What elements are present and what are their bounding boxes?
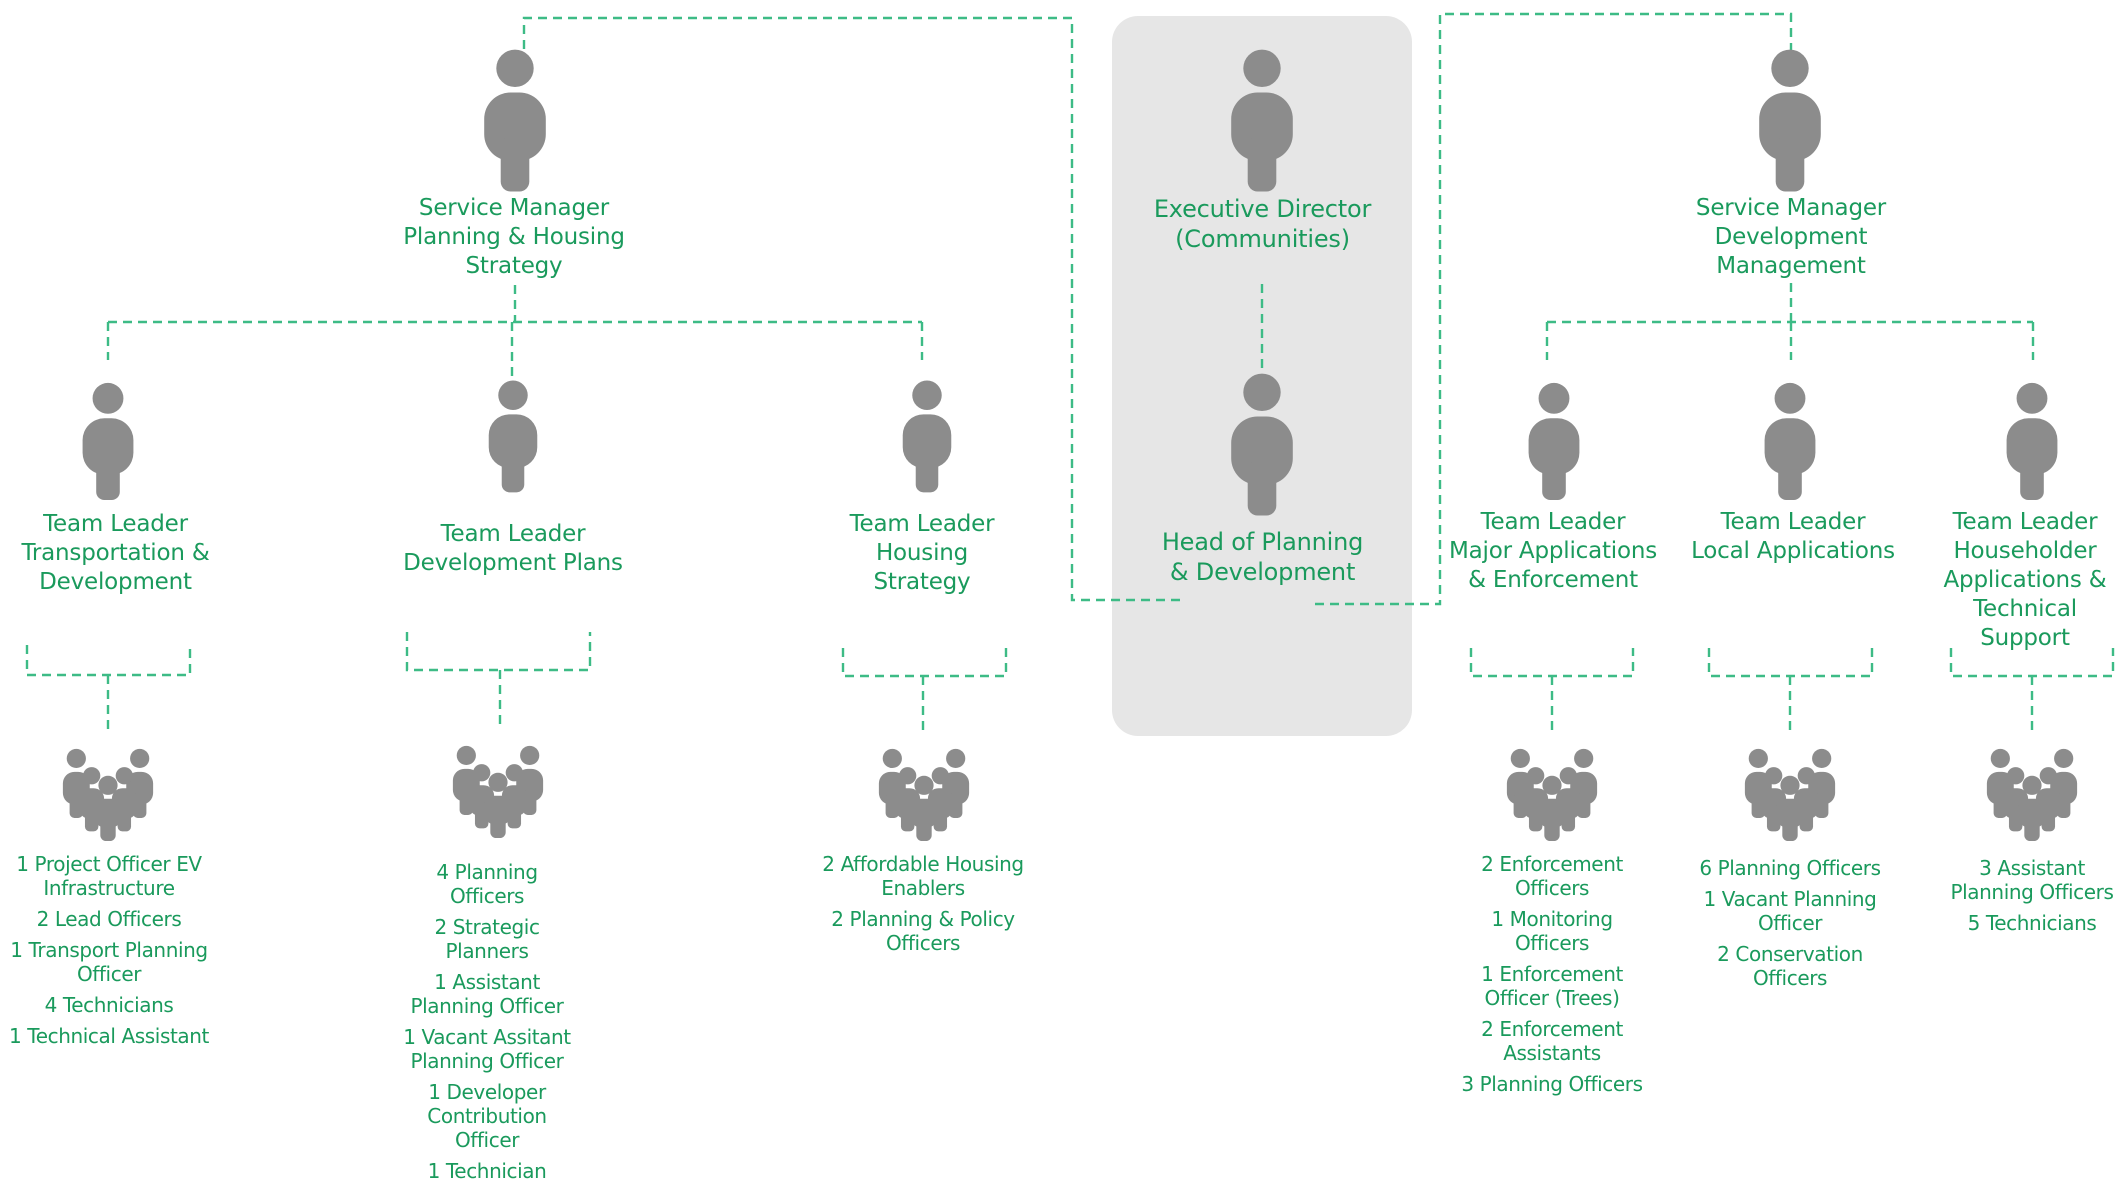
team-member-line: 6 Planning Officers	[1699, 856, 1881, 880]
team-member-line: 2 Lead Officers	[36, 907, 182, 931]
person-icon-left-manager	[484, 49, 546, 192]
group-icon-team-6	[1986, 748, 2078, 841]
team-leader-label-1: Team Leader Transportation & Development	[21, 511, 210, 595]
team-list-6: 3 Assistant Planning Officers 5 Technici…	[1942, 856, 2122, 942]
person-icon-team-leader-3	[902, 380, 952, 493]
right-service-manager-label: Service Manager Development Management	[1695, 195, 1887, 279]
team-member-line: 2 Conservation Officers	[1717, 942, 1863, 990]
team-list-1: 1 Project Officer EV Infrastructure 2 Le…	[0, 852, 218, 1055]
team-member-line: 1 Vacant Planning Officer	[1703, 887, 1877, 935]
team-list-2: 4 Planning Officers 2 Strategic Planners…	[397, 860, 577, 1184]
group-icon-team-2	[452, 745, 544, 838]
team-member-line: 1 Project Officer EV Infrastructure	[16, 852, 202, 900]
connector-right-manager-bus	[1545, 283, 2035, 360]
connector-left-manager-bus	[106, 285, 924, 378]
team-leader-label-6: Team Leader Householder Applications & T…	[1943, 509, 2107, 651]
team-member-line: 2 Enforcement Assistants	[1481, 1017, 1623, 1065]
team-bracket-1	[25, 645, 192, 730]
team-bracket-2	[405, 632, 592, 725]
person-icon-right-manager	[1759, 49, 1821, 192]
team-list-5: 6 Planning Officers 1 Vacant Planning Of…	[1690, 856, 1890, 997]
person-icon-team-leader-6	[2006, 382, 2058, 500]
team-member-line: 1 Assistant Planning Officer	[410, 970, 564, 1018]
team-member-line: 4 Planning Officers	[436, 860, 538, 908]
team-list-4: 2 Enforcement Officers 1 Monitoring Offi…	[1452, 852, 1652, 1103]
head-of-planning-label: Head of Planning & Development	[1161, 528, 1364, 586]
group-icon-team-3	[878, 748, 970, 841]
team-member-line: 2 Affordable Housing Enablers	[822, 852, 1024, 900]
team-member-line: 2 Planning & Policy Officers	[831, 907, 1015, 955]
person-icon-team-leader-4	[1528, 382, 1580, 500]
person-icon-team-leader-5	[1764, 382, 1816, 500]
team-member-line: 1 Enforcement Officer (Trees)	[1481, 962, 1623, 1010]
connector-head-to-right-manager	[1315, 12, 1793, 606]
team-bracket-5	[1707, 648, 1874, 730]
team-member-line: 1 Technician	[427, 1159, 547, 1183]
team-member-line: 3 Planning Officers	[1461, 1072, 1643, 1096]
team-member-line: 1 Technical Assistant	[9, 1024, 209, 1048]
left-service-manager-label: Service Manager Planning & Housing Strat…	[403, 195, 625, 279]
team-member-line: 5 Technicians	[1967, 911, 2097, 935]
person-icon-head-of-planning	[1231, 373, 1293, 516]
team-member-line: 2 Enforcement Officers	[1481, 852, 1623, 900]
person-icon-team-leader-1	[82, 382, 134, 500]
team-member-line: 3 Assistant Planning Officers	[1950, 856, 2114, 904]
group-icon-team-4	[1506, 748, 1598, 841]
group-icon-team-5	[1744, 748, 1836, 841]
person-icon-executive-director	[1231, 49, 1293, 192]
team-member-line: 1 Vacant Assitant Planning Officer	[403, 1025, 571, 1073]
executive-director-label: Executive Director (Communities)	[1153, 195, 1372, 253]
team-leader-label-4: Team Leader Major Applications & Enforce…	[1448, 509, 1658, 593]
team-member-line: 1 Monitoring Officers	[1491, 907, 1613, 955]
team-member-line: 4 Technicians	[44, 993, 174, 1017]
team-leader-label-5: Team Leader Local Applications	[1691, 509, 1895, 564]
person-icon-team-leader-2	[488, 380, 538, 493]
team-bracket-4	[1469, 648, 1635, 730]
team-member-line: 1 Transport Planning Officer	[10, 938, 208, 986]
connector-head-to-left-manager	[522, 16, 1180, 602]
team-leader-label-2: Team Leader Development Plans	[403, 521, 623, 576]
team-leader-label-3: Team Leader Housing Strategy	[849, 511, 995, 595]
group-icon-team-1	[62, 748, 154, 841]
team-member-line: 1 Developer Contribution Officer	[427, 1080, 547, 1152]
team-member-line: 2 Strategic Planners	[434, 915, 540, 963]
team-bracket-3	[841, 648, 1008, 730]
team-list-3: 2 Affordable Housing Enablers 2 Planning…	[812, 852, 1034, 962]
team-bracket-6	[1949, 648, 2115, 730]
